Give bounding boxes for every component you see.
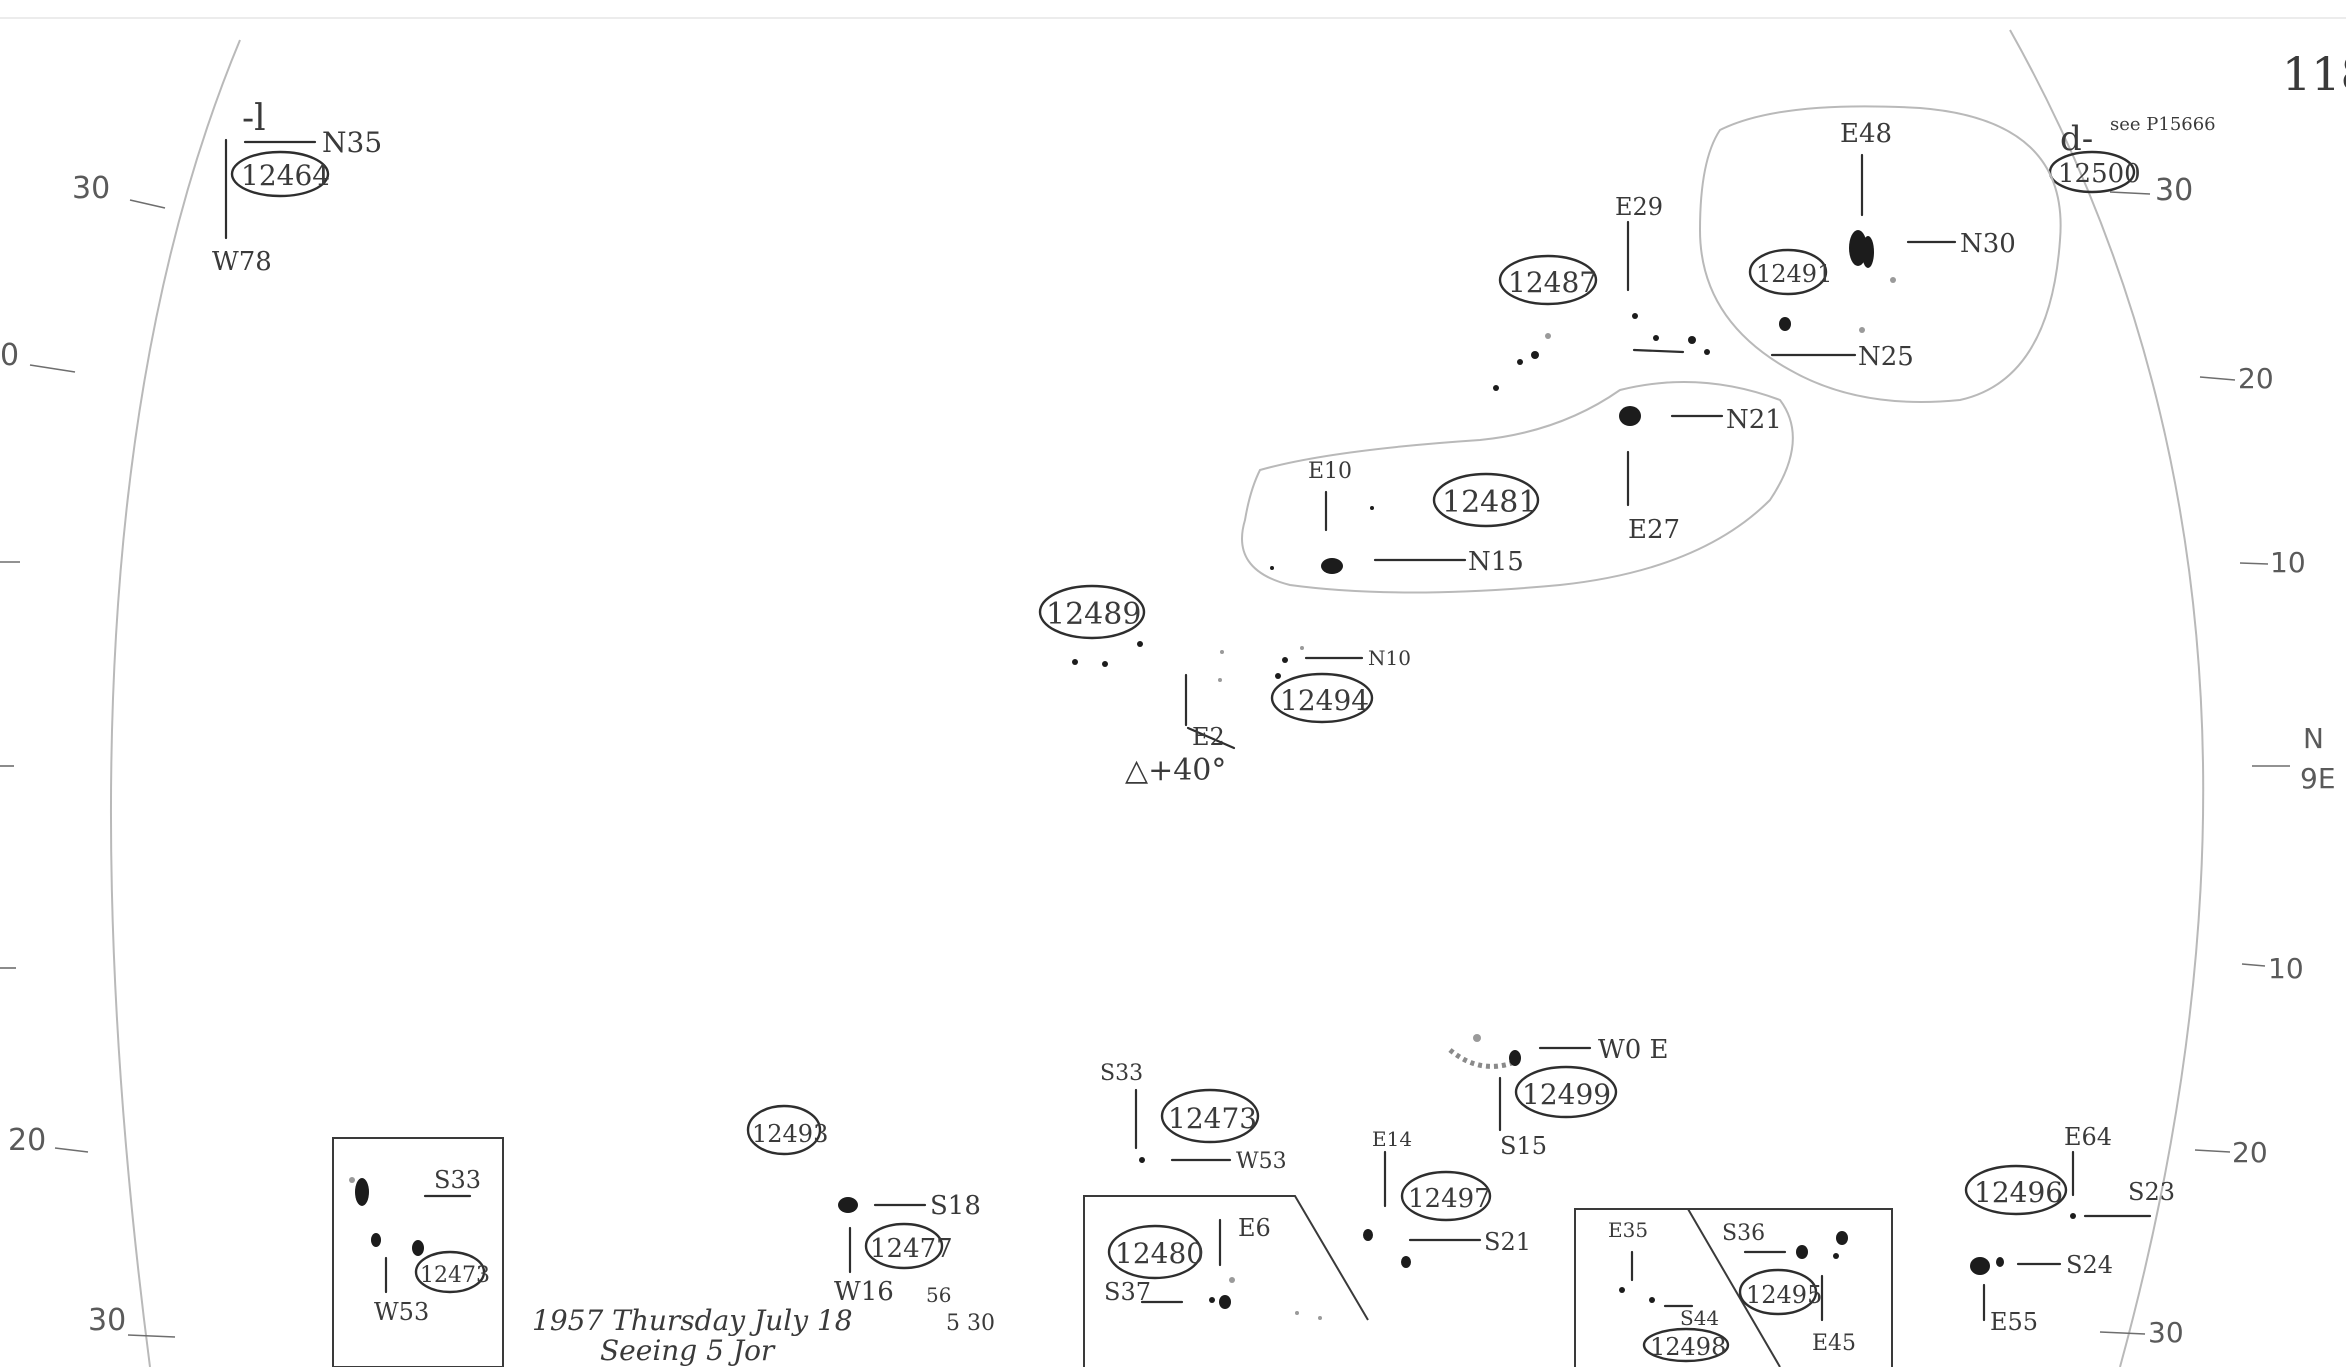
scale-right-3: N [2303,722,2324,755]
scale-right-4: 9E [2300,762,2336,795]
group-12497: E14 12497 S21 [1363,1127,1531,1268]
scale-right-0: 30 [2155,173,2193,208]
group-number-12491: 12491 [1756,260,1832,288]
svg-text:-l: -l [242,98,266,139]
footer-date: 1957 Thursday July 18 [532,1304,853,1337]
group-12491-boundary [1698,105,2062,403]
svg-text:S18: S18 [930,1191,981,1221]
svg-text:N30: N30 [1960,229,2016,259]
svg-text:N15: N15 [1468,547,1524,577]
scale-left-0: 30 [72,171,110,206]
scale-right-6: 20 [2232,1136,2268,1169]
group-12464: -l 12464 N35 W78 [212,98,382,277]
footer-seeing: Seeing 5 Jor [600,1334,776,1367]
scale-right-5: 10 [2268,952,2304,985]
group-12480: 12480 E6 S37 [1083,1195,1369,1367]
page-number: 118 [2282,47,2346,101]
svg-text:S36: S36 [1722,1221,1765,1246]
label-w53: W53 [374,1298,429,1326]
group-number-12464: 12464 [241,159,330,192]
disk-rim-right [2009,29,2205,1367]
group-12496: E64 12496 S23 S24 E55 [1964,1123,2175,1336]
group-12487: E29 12487 [1493,193,1710,391]
scale-left: 30 0 20 30 [0,171,176,1338]
group-12499: S33 12473 W53 [1100,1061,1287,1174]
scale-right-7: 30 [2148,1316,2184,1349]
svg-text:S24: S24 [2066,1251,2113,1279]
scale-left-2: 20 [8,1123,46,1158]
svg-text:S33: S33 [1100,1061,1143,1086]
svg-text:N21: N21 [1726,405,1782,435]
group-12490: W0 E S15 12499 [1448,1034,1669,1160]
svg-text:W0 E: W0 E [1598,1035,1669,1065]
group-number-12473: 12473 [420,1263,490,1288]
scale-right: 30 20 10 N 9E 10 20 30 [2099,173,2336,1349]
svg-text:N10: N10 [1368,646,1411,670]
svg-text:W78: W78 [212,247,272,277]
scale-right-2: 10 [2270,546,2306,579]
group-number-12489: 12489 [1046,597,1141,632]
svg-text:E55: E55 [1990,1308,2038,1336]
group-number-12481: 12481 [1442,485,1537,520]
svg-text:W16: W16 [834,1277,894,1307]
svg-text:S15: S15 [1500,1132,1547,1160]
group-number-12496: 12496 [1974,1176,2063,1209]
group-number-12480: 12480 [1115,1237,1204,1270]
svg-text:E27: E27 [1628,515,1680,545]
group-12477: S18 12477 W16 [834,1191,981,1307]
svg-text:E2: E2 [1192,723,1225,751]
label-s33-group-12473: S33 [434,1166,481,1194]
facula-mark: △+40° [1125,753,1226,788]
label-s44: S44 [1680,1306,1719,1330]
group-12494: N10 12494 E2 [1184,646,1411,751]
footer-time-bottom: 5 30 [946,1311,995,1336]
group-number-12490: 12499 [1522,1078,1611,1111]
group-number-12494: 12494 [1280,684,1369,717]
group-12481-boundary [1241,381,1794,594]
group-number-12477: 12477 [870,1234,953,1264]
svg-text:E64: E64 [2064,1123,2112,1151]
svg-text:N35: N35 [322,126,382,159]
scale-right-1: 20 [2238,362,2274,395]
svg-text:S23: S23 [2128,1178,2175,1206]
svg-text:E29: E29 [1615,193,1663,221]
group-12491: E48 N30 12491 N25 [1748,119,2016,372]
svg-text:see P15666: see P15666 [2110,114,2216,135]
svg-text:S21: S21 [1484,1228,1531,1256]
group-number-12500: 12500 [2058,159,2141,189]
group-12473-annotations: S33 S33 12473 W53 [374,1166,490,1326]
group-12495: E35 S36 12495 E45 S44 12498 [1574,1208,1893,1367]
observation-footer: 1957 Thursday July 18 56 5 30 Seeing 5 J… [532,1283,995,1367]
group-number-12499: 12473 [1168,1102,1257,1135]
group-12473: S33 S18 12473 W53 W16 N10 S33 S33 S33 S3… [332,1137,504,1367]
svg-text:E6: E6 [1238,1214,1271,1242]
group-number-12487: 12487 [1508,266,1597,299]
group-12489: 12489 [1038,584,1224,682]
svg-text:E14: E14 [1372,1127,1412,1151]
scale-left-1: 0 [0,338,19,373]
disk-rim-left [109,39,241,1367]
group-number-12495: 12495 [1746,1281,1822,1309]
svg-text:E45: E45 [1812,1331,1856,1356]
svg-text:E48: E48 [1840,119,1892,149]
group-number-12493: 12493 [752,1120,828,1148]
svg-text:E35: E35 [1608,1218,1648,1242]
svg-text:N25: N25 [1858,342,1914,372]
group-number-12498: 12498 [1650,1333,1726,1361]
group-12493: 12493 [746,1104,828,1156]
group-12481: N21 E27 12481 E10 N15 [1270,405,1782,577]
group-12500: d- see P15666 12500 [2048,114,2216,194]
svg-text:E10: E10 [1308,459,1352,484]
scale-left-3: 30 [88,1303,126,1338]
footer-time-top: 56 [926,1283,951,1307]
svg-text:W53: W53 [1236,1149,1287,1174]
group-number-12497: 12497 [1408,1184,1491,1214]
